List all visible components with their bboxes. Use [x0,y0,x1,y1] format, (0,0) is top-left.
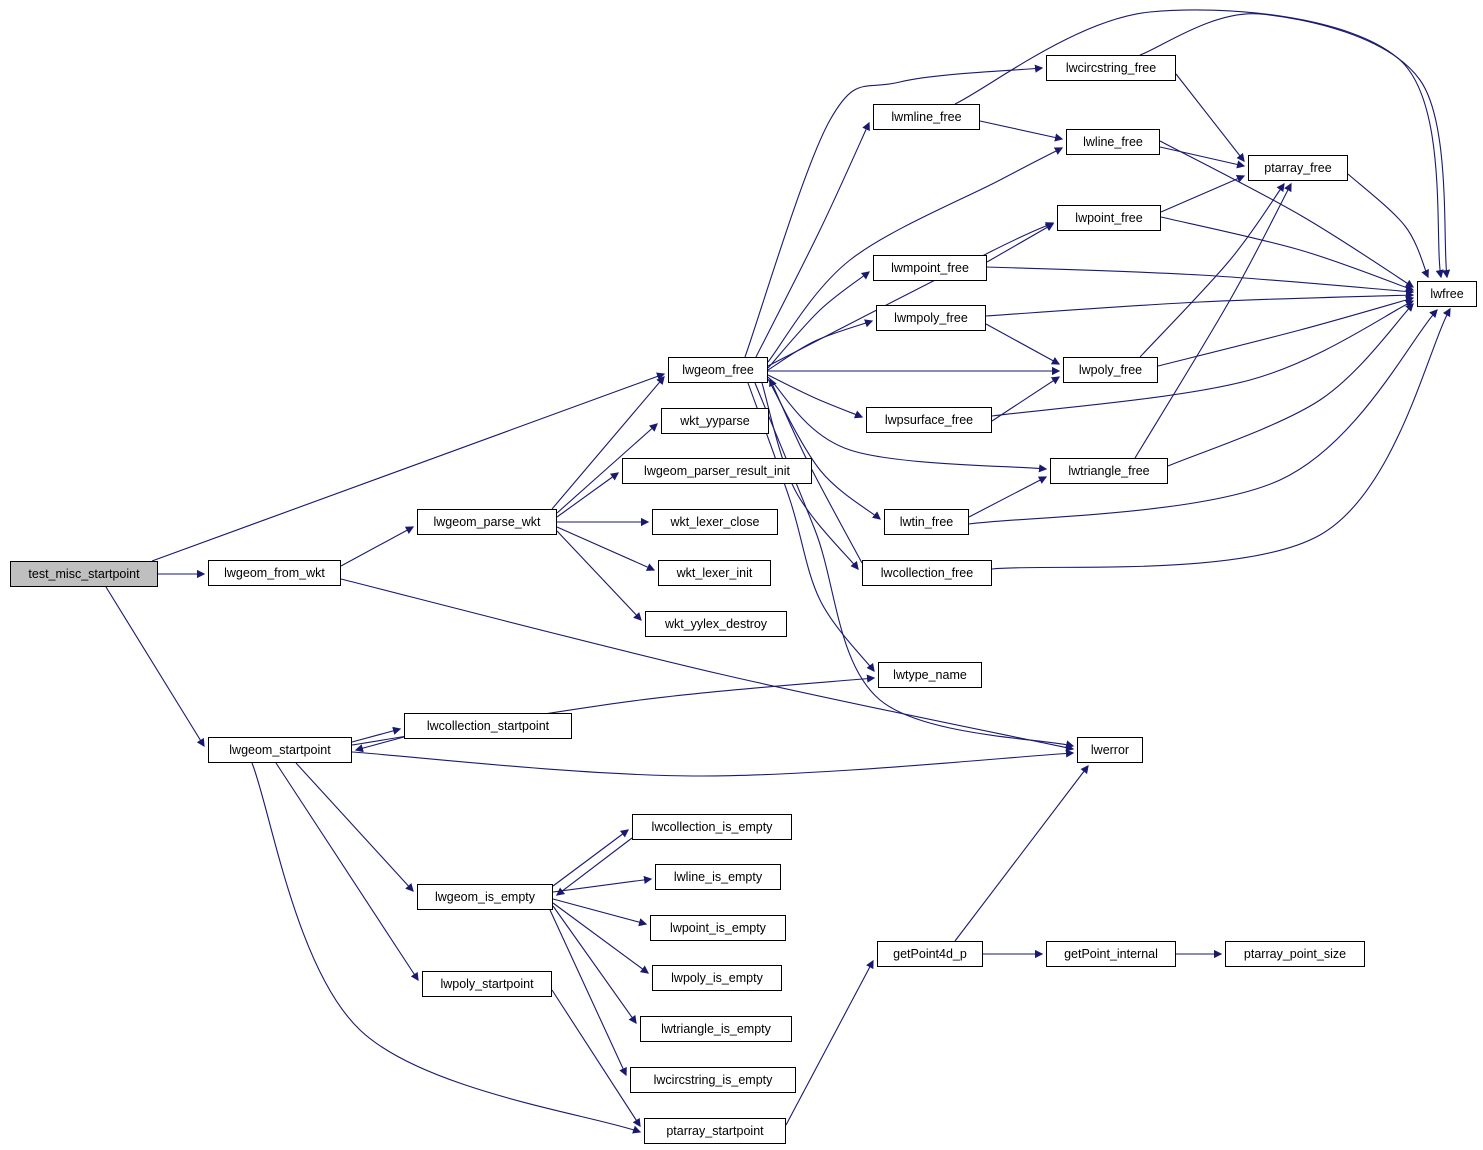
node-lwerror[interactable]: lwerror [1077,737,1143,763]
edge-lwtriangle_free-ptarray_free [1134,182,1292,459]
node-lwpoint_is_empty[interactable]: lwpoint_is_empty [650,915,786,941]
node-lwcircstring_is_empty[interactable]: lwcircstring_is_empty [630,1067,796,1093]
node-lwgeom_free[interactable]: lwgeom_free [668,357,768,383]
node-lwmpoint_free[interactable]: lwmpoint_free [873,255,987,281]
edge-lwtriangle_free-lwfree [1167,303,1414,467]
node-getPoint4d_p[interactable]: getPoint4d_p [877,941,983,967]
node-lwcircstring_free[interactable]: lwcircstring_free [1046,55,1176,81]
node-getPoint_internal[interactable]: getPoint_internal [1046,941,1176,967]
edge-lwgeom_parse_wkt-wkt_yyparse [556,423,658,514]
node-lwgeom_is_empty[interactable]: lwgeom_is_empty [417,884,553,910]
node-wkt_yylex_destroy[interactable]: wkt_yylex_destroy [645,611,787,637]
edge-test_misc_startpoint-lwgeom_startpoint [105,586,205,748]
edge-lwgeom_free-lwmpoint_free [767,271,870,369]
edge-lwtin_free-lwtriangle_free [968,476,1048,518]
edge-lwgeom_startpoint-lwerror [351,749,1075,777]
node-lwgeom_from_wkt[interactable]: lwgeom_from_wkt [208,560,341,586]
edge-lwmpoly_free-lwfree [985,291,1415,317]
edge-lwmline_free-lwfree [954,9,1444,279]
node-lwgeom_startpoint[interactable]: lwgeom_startpoint [208,737,352,763]
node-ptarray_startpoint[interactable]: ptarray_startpoint [644,1118,786,1144]
edge-lwgeom_is_empty-lwcircstring_is_empty [549,909,627,1077]
edge-lwgeom_free-lwline_free [767,147,1064,363]
node-wkt_lexer_close[interactable]: wkt_lexer_close [652,509,778,535]
edge-lwgeom_parse_wkt-lwgeom_parser_result_init [556,472,620,518]
edge-test_misc_startpoint-lwgeom_free [151,372,666,562]
edge-lwcollection_free-lwfree [991,307,1451,570]
edge-lwgeom_is_empty-lwtriangle_is_empty [552,905,637,1025]
node-lwpoly_is_empty[interactable]: lwpoly_is_empty [652,965,782,991]
edge-lwgeom_from_wkt-lwgeom_parse_wkt [340,526,415,567]
edge-lwgeom_from_wkt-lwerror [340,578,1075,752]
node-lwtriangle_free[interactable]: lwtriangle_free [1050,458,1168,484]
edge-lwgeom_parse_wkt-wkt_lexer_init [556,526,656,571]
node-lwmpoly_free[interactable]: lwmpoly_free [876,305,986,331]
edge-lwgeom_startpoint-ptarray_startpoint [251,762,642,1134]
edge-lwgeom_free-lwpsurface_free [767,374,864,419]
node-lwpoint_free[interactable]: lwpoint_free [1057,205,1161,231]
edge-lwpoly_free-lwfree [1157,295,1415,367]
node-lwline_is_empty[interactable]: lwline_is_empty [655,864,781,890]
node-lwline_free[interactable]: lwline_free [1066,129,1160,155]
node-lwgeom_parser_result_init[interactable]: lwgeom_parser_result_init [622,458,812,484]
edge-lwpoly_free-ptarray_free [1139,182,1285,358]
node-test_misc_startpoint[interactable]: test_misc_startpoint [10,561,158,587]
node-lwcollection_is_empty[interactable]: lwcollection_is_empty [632,814,792,840]
edge-lwgeom_is_empty-lwpoly_is_empty [552,902,649,974]
node-wkt_yyparse[interactable]: wkt_yyparse [661,408,769,434]
edge-lwgeom_free-lwtriangle_free [767,376,1048,473]
node-lwcollection_free[interactable]: lwcollection_free [862,560,992,586]
node-ptarray_free[interactable]: ptarray_free [1248,155,1348,181]
edge-lwpsurface_free-lwfree [991,300,1415,417]
edge-lwgeom_startpoint-lwgeom_is_empty [295,762,414,892]
node-ptarray_point_size[interactable]: ptarray_point_size [1225,941,1365,967]
node-lwpoly_startpoint[interactable]: lwpoly_startpoint [422,971,552,997]
edge-lwgeom_is_empty-lwpoint_is_empty [552,898,648,927]
edge-lwgeom_free-lwcircstring_free [744,64,1044,358]
edge-lwline_free-ptarray_free [1159,146,1246,169]
node-lwtriangle_is_empty[interactable]: lwtriangle_is_empty [640,1016,792,1042]
edge-lwgeom_startpoint-lwcollection_startpoint [351,726,402,743]
edge-lwcircstring_free-ptarray_free [1175,73,1245,162]
edge-lwgeom_free-lwmline_free [755,121,870,358]
edge-ptarray_free-lwfree [1347,173,1429,279]
node-lwcollection_startpoint[interactable]: lwcollection_startpoint [404,713,572,739]
edge-lwpoint_free-ptarray_free [1160,175,1246,213]
edge-lwtin_free-lwfree [968,309,1438,525]
edge-lwpoint_free-lwfree [1160,216,1415,292]
edge-lwmpoly_free-lwpoly_free [985,323,1061,365]
edge-ptarray_startpoint-getPoint4d_p [785,959,874,1126]
edge-lwmpoint_free-lwpoint_free [986,223,1055,263]
edge-lwmline_free-lwline_free [979,120,1064,142]
node-lwtype_name[interactable]: lwtype_name [878,662,982,688]
node-lwfree[interactable]: lwfree [1417,281,1477,307]
edge-lwgeom_startpoint-lwpoly_startpoint [275,762,419,982]
edge-lwcollection_is_empty-lwgeom_is_empty [556,837,633,896]
node-lwmline_free[interactable]: lwmline_free [873,104,980,130]
edge-lwgeom_free-lwmpoly_free [767,319,874,371]
node-lwpoly_free[interactable]: lwpoly_free [1063,357,1158,383]
edge-lwpoly_startpoint-ptarray_startpoint [551,989,641,1128]
node-lwgeom_parse_wkt[interactable]: lwgeom_parse_wkt [417,509,557,535]
edge-lwgeom_parse_wkt-lwgeom_free [551,376,665,510]
edge-lwgeom_free-lwerror [754,382,1075,749]
edge-lwgeom_is_empty-lwcollection_is_empty [552,829,629,887]
node-lwtin_free[interactable]: lwtin_free [884,509,969,535]
node-lwpsurface_free[interactable]: lwpsurface_free [866,407,992,433]
edge-lwgeom_is_empty-lwline_is_empty [552,875,653,893]
edge-lwpsurface_free-lwpoly_free [991,376,1061,422]
edge-lwcollection_startpoint-lwgeom_startpoint [354,736,405,753]
edge-getPoint4d_p-lwerror [954,765,1089,942]
edge-lwcircstring_free-lwfree [1139,13,1451,279]
node-wkt_lexer_init[interactable]: wkt_lexer_init [658,560,771,586]
edge-lwgeom_parse_wkt-wkt_yylex_destroy [556,530,642,621]
edge-lwline_free-lwfree [1159,140,1415,288]
edge-lwmpoint_free-lwfree [986,266,1415,296]
